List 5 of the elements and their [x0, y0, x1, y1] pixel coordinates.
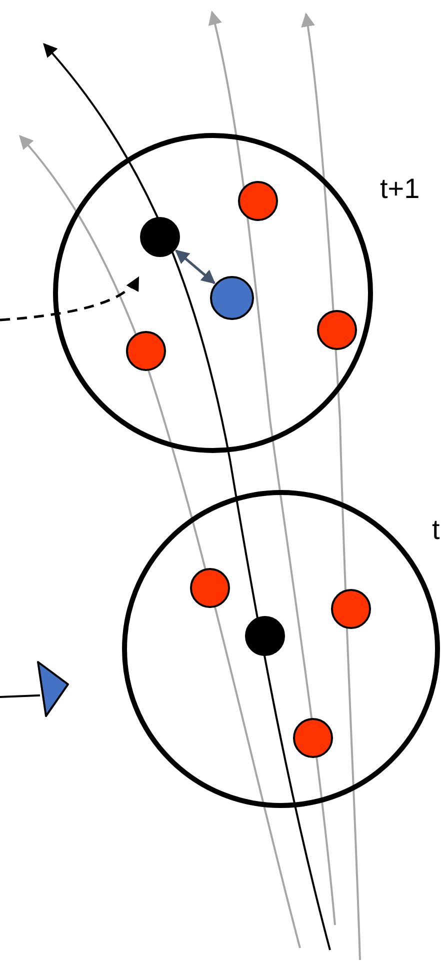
triangle-marker [36, 660, 70, 718]
dashed-arrow [0, 276, 140, 322]
time-label: t [432, 516, 440, 544]
time-label: t+1 [380, 175, 420, 203]
arrow [174, 250, 216, 284]
